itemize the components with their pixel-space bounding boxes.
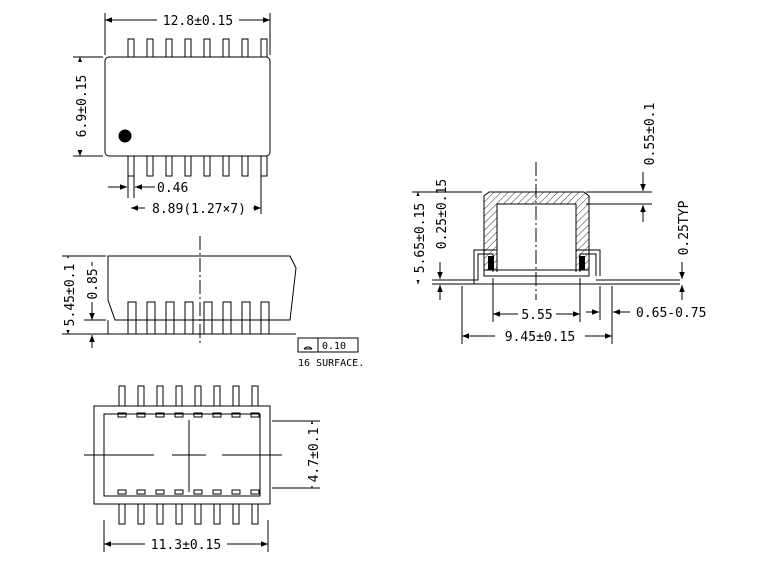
coplanarity-symbol xyxy=(303,346,313,350)
bottom-pin-upper xyxy=(156,385,164,407)
bottom-pin-upper xyxy=(251,385,259,407)
side-height-label: 5.45±0.1 xyxy=(63,264,78,327)
bottom-pin-upper xyxy=(118,385,126,407)
pin1-dot xyxy=(118,129,132,143)
top-pin-upper xyxy=(146,38,154,58)
sec-inner-label: 5.55 xyxy=(521,308,552,323)
bottom-pad-upper xyxy=(212,412,222,418)
bottom-pad-upper xyxy=(117,412,127,418)
bottom-pad-lower xyxy=(212,489,222,495)
sec-overall-label: 9.45±0.15 xyxy=(505,330,575,345)
top-pin-upper xyxy=(222,38,230,58)
bottom-view-lower-pins xyxy=(118,503,259,525)
side-view-pins xyxy=(127,301,270,334)
bottom-pin-upper xyxy=(232,385,240,407)
pin-width-label: 0.46 xyxy=(157,181,188,196)
top-pin-lower xyxy=(127,155,135,177)
bottom-pin-upper xyxy=(194,385,202,407)
side-pin xyxy=(222,301,232,334)
bottom-pad-lower xyxy=(231,489,241,495)
top-pin-upper xyxy=(241,38,249,58)
bottom-view-pads xyxy=(117,412,260,495)
top-view-lower-pins xyxy=(127,155,268,177)
top-pin-upper xyxy=(260,38,268,58)
bottom-pin-lower xyxy=(118,503,126,525)
side-view-body xyxy=(107,255,297,321)
sec-height-label: 5.65±0.15 xyxy=(413,203,428,273)
bottom-view-upper-pins xyxy=(118,385,259,407)
bottom-body-label: 4.7±0.1 xyxy=(307,428,322,483)
top-width-label: 12.8±0.15 xyxy=(163,14,233,29)
bottom-width-label: 11.3±0.15 xyxy=(151,538,221,553)
top-pin-upper xyxy=(184,38,192,58)
side-pin xyxy=(260,301,270,334)
coplanarity-frame xyxy=(297,337,359,353)
top-view-body xyxy=(104,56,271,157)
bottom-pad-lower xyxy=(250,489,260,495)
sec-standoff-label: 0.25±0.15 xyxy=(435,179,450,249)
sec-typ-label: 0.25TYP xyxy=(677,200,692,255)
bottom-pin-lower xyxy=(251,503,259,525)
bottom-pad-lower xyxy=(136,489,146,495)
bottom-pin-upper xyxy=(175,385,183,407)
bottom-pad-upper xyxy=(250,412,260,418)
top-pin-upper xyxy=(165,38,173,58)
bottom-pad-upper xyxy=(155,412,165,418)
side-pin xyxy=(146,301,156,334)
top-height-label: 6.9±0.15 xyxy=(75,75,90,138)
pin-span-label: 8.89(1.27×7) xyxy=(152,202,246,217)
bottom-pin-upper xyxy=(137,385,145,407)
bottom-pin-lower xyxy=(232,503,240,525)
bottom-pad-lower xyxy=(117,489,127,495)
coplanarity-note: 16 SURFACE. xyxy=(298,358,364,369)
bottom-pin-lower xyxy=(213,503,221,525)
side-pin xyxy=(184,301,194,334)
top-pin-lower xyxy=(241,155,249,177)
top-pin-lower xyxy=(146,155,154,177)
bottom-pin-lower xyxy=(175,503,183,525)
side-pin xyxy=(241,301,251,334)
top-pin-lower xyxy=(222,155,230,177)
top-view-upper-pins xyxy=(127,38,268,58)
bottom-pin-lower xyxy=(137,503,145,525)
bottom-pad-upper xyxy=(174,412,184,418)
side-pin xyxy=(165,301,175,334)
top-view: 12.8±0.15 6.9±0.15 0.46 8.89(1.27×7) xyxy=(72,12,271,217)
sec-foot-label: 0.65-0.75 xyxy=(636,306,706,321)
bottom-pad-lower xyxy=(193,489,203,495)
bottom-pad-lower xyxy=(155,489,165,495)
side-pin xyxy=(203,301,213,334)
top-pin-upper xyxy=(127,38,135,58)
top-pin-lower xyxy=(203,155,211,177)
bottom-pin-lower xyxy=(194,503,202,525)
top-pin-lower xyxy=(260,155,268,177)
coplanarity-value: 0.10 xyxy=(322,341,346,352)
top-pin-lower xyxy=(184,155,192,177)
sec-thk-label: 0.55±0.1 xyxy=(643,103,658,166)
section-foot-left xyxy=(462,276,479,285)
bottom-pin-upper xyxy=(213,385,221,407)
section-view: 0.55±0.1 0.25TYP 5.65±0.15 0.25±0.15 5.5… xyxy=(410,103,706,345)
bottom-view: 4.7±0.1 11.3±0.15 xyxy=(84,385,322,553)
side-view: 5.45±0.1 0.85 0.10 16 SURFACE. xyxy=(61,236,364,369)
bottom-pad-upper xyxy=(193,412,203,418)
bottom-pad-lower xyxy=(174,489,184,495)
bottom-pin-lower xyxy=(156,503,164,525)
side-pin xyxy=(127,301,137,334)
section-foot-right xyxy=(596,279,612,285)
bottom-pad-upper xyxy=(136,412,146,418)
top-pin-upper xyxy=(203,38,211,58)
side-standoff-label: 0.85 xyxy=(86,268,101,299)
bottom-pad-upper xyxy=(231,412,241,418)
top-pin-lower xyxy=(165,155,173,177)
